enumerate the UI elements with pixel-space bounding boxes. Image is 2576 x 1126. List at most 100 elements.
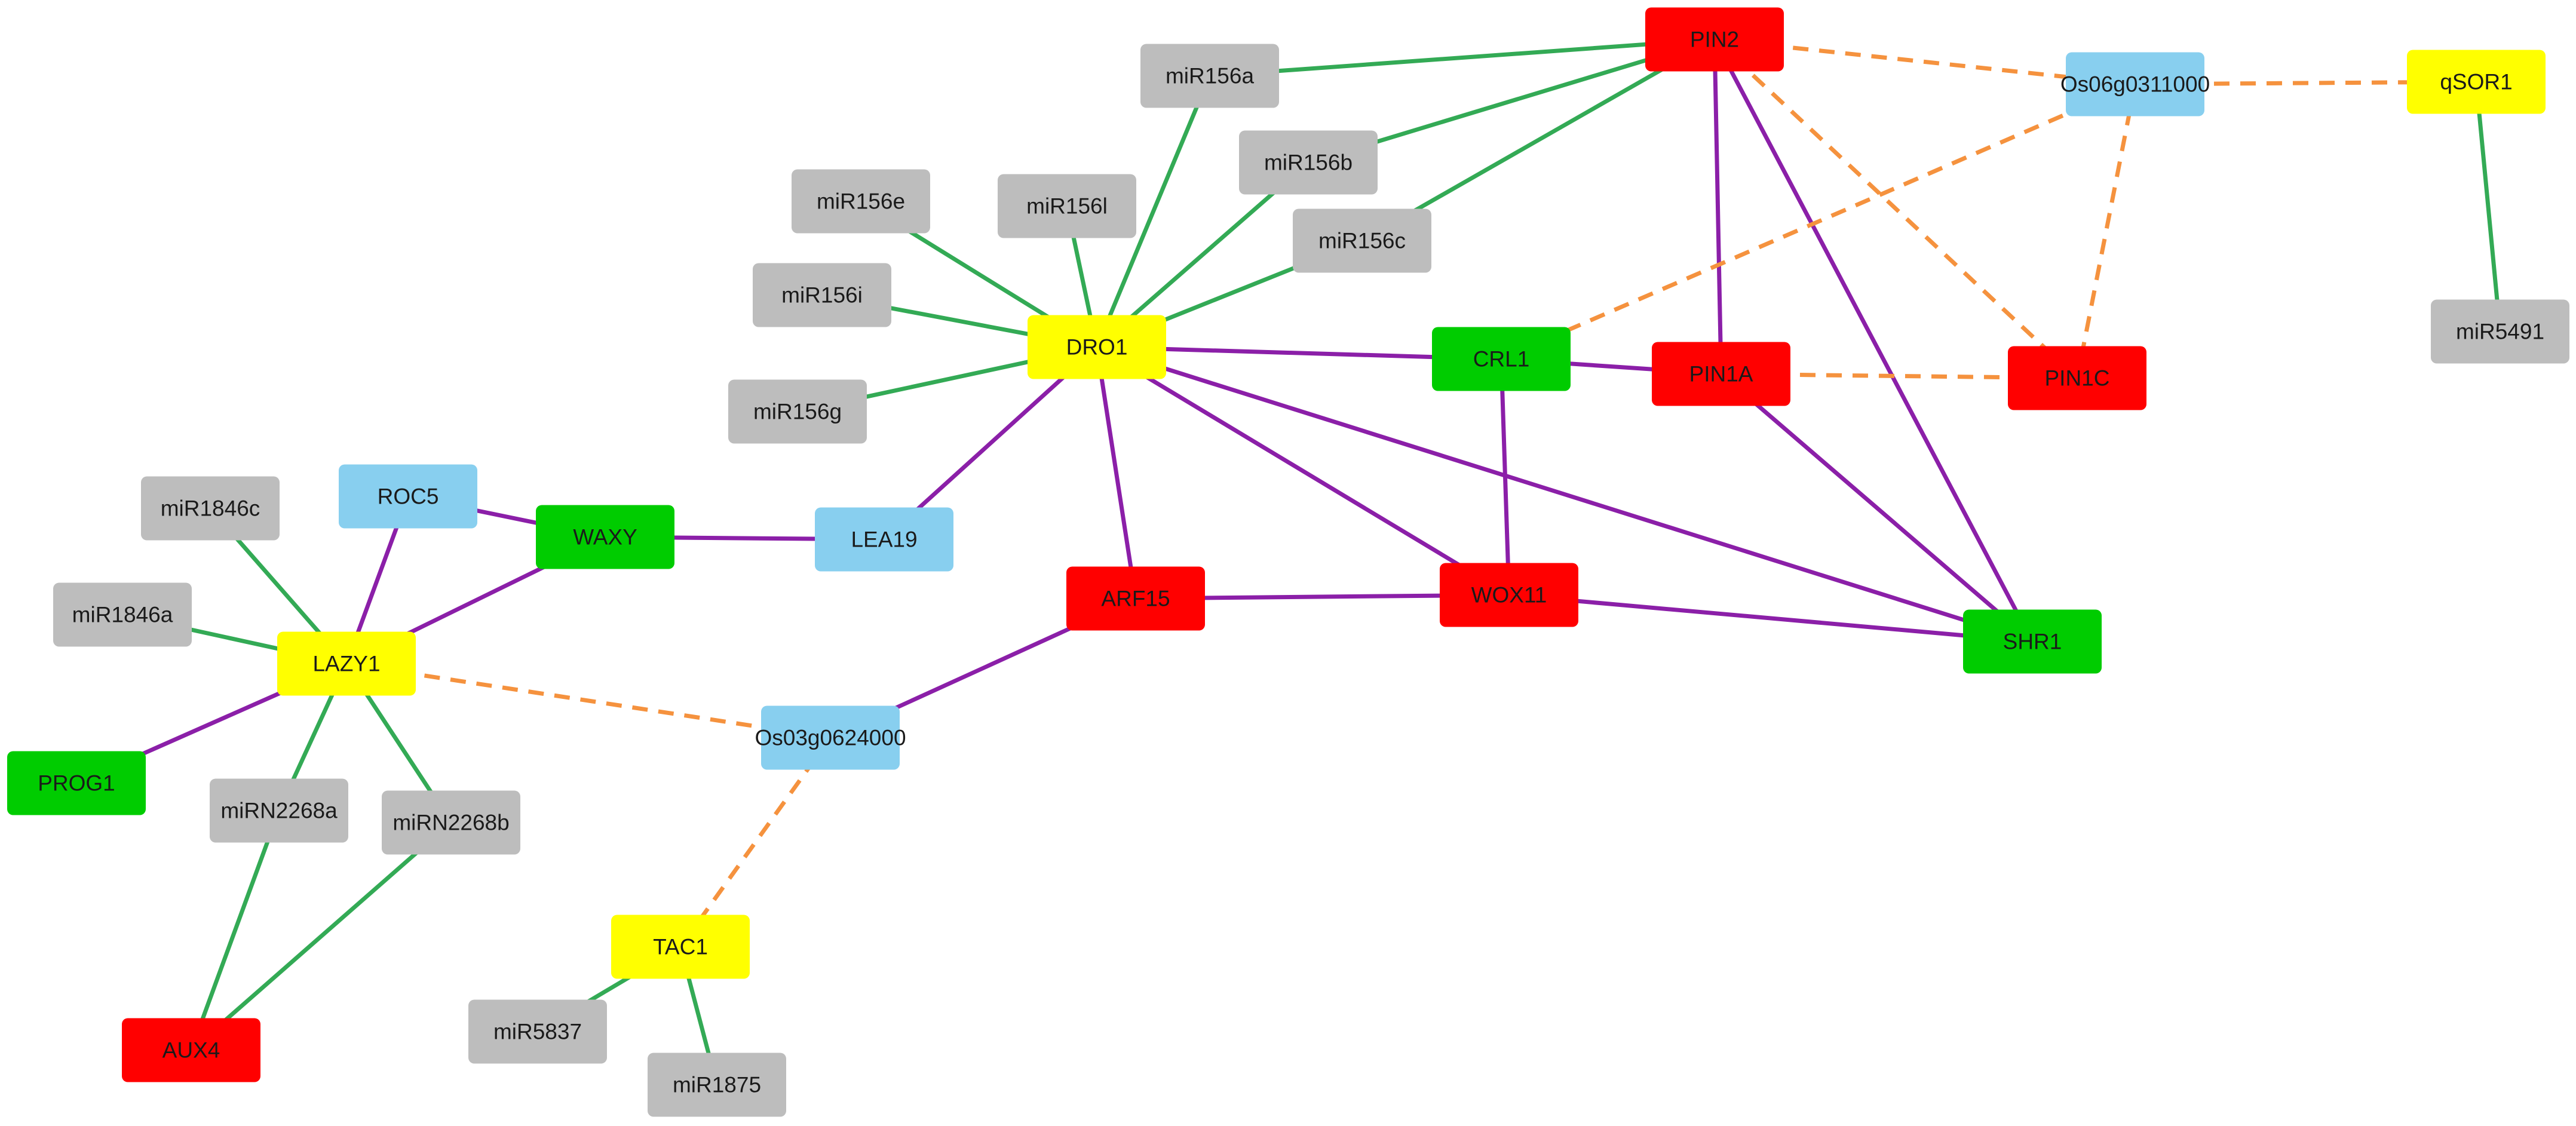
edge-WOX11-SHR1 [1508,593,2033,644]
node-label-miR156g: miR156g [753,400,842,424]
node-box-miR156a [1140,44,1279,108]
edge-LAZY1-Os03g0624000 [346,661,831,740]
node-box-PIN2 [1645,7,1784,72]
node-AUX4: AUX4 [122,1018,260,1082]
edge-miR156a-DRO1 [1094,75,1212,348]
node-label-LAZY1: LAZY1 [312,652,380,676]
node-label-miR5491: miR5491 [2456,320,2544,344]
node-box-miR156l [998,174,1136,238]
node-miR156l: miR156l [998,174,1136,238]
edge-miRN2268a-AUX4 [189,809,281,1051]
node-PIN2: PIN2 [1645,7,1784,72]
node-miR156b: miR156b [1239,130,1378,195]
node-miR156a: miR156a [1140,44,1279,108]
node-box-LEA19 [815,507,953,572]
node-SHR1: SHR1 [1963,609,2102,674]
node-box-miR5491 [2431,299,2569,364]
node-WOX11: WOX11 [1440,563,1578,627]
node-label-AUX4: AUX4 [162,1038,220,1063]
node-PIN1A: PIN1A [1652,342,1790,406]
node-label-LEA19: LEA19 [851,527,917,552]
edge-DRO1-WOX11 [1096,345,1510,597]
node-miRN2268b: miRN2268b [382,790,520,855]
node-label-miRN2268b: miRN2268b [392,811,509,835]
node-miRN2268a: miRN2268a [210,778,348,843]
edge-DRO1-SHR1 [1096,345,2034,644]
edge-Os03g0624000-TAC1 [679,736,832,949]
node-box-miR1846c [141,476,280,541]
edge-Os06g0311000-CRL1 [1500,82,2136,361]
node-box-miR1875 [648,1053,786,1117]
node-box-miR156c [1293,208,1431,273]
node-box-miRN2268a [210,778,348,843]
node-label-WAXY: WAXY [573,525,637,550]
node-Os03g0624000: Os03g0624000 [755,705,906,770]
node-box-PIN1A [1652,342,1790,406]
node-box-miRN2268b [382,790,520,855]
edge-Os06g0311000-PIN1C [2075,84,2138,379]
node-LEA19: LEA19 [815,507,953,572]
node-label-ARF15: ARF15 [1101,587,1170,611]
node-miR156e: miR156e [792,169,930,234]
node-DRO1: DRO1 [1028,315,1166,379]
node-label-WOX11: WOX11 [1471,583,1547,608]
node-box-CRL1 [1432,327,1571,391]
node-ARF15: ARF15 [1066,566,1205,631]
node-miR1875: miR1875 [648,1053,786,1117]
edge-qSOR1-miR5491 [2474,81,2503,332]
edge-miRN2268b-AUX4 [189,821,453,1052]
node-label-SHR1: SHR1 [2003,630,2062,654]
node-CRL1: CRL1 [1432,327,1571,391]
edge-CRL1-WOX11 [1499,358,1511,596]
node-PIN1C: PIN1C [2008,346,2146,410]
node-label-TAC1: TAC1 [653,935,708,959]
node-label-miR156l: miR156l [1026,194,1108,219]
edge-PIN2-SHR1 [1712,38,2035,643]
node-label-miR1846c: miR1846c [161,496,260,521]
node-box-miR5837 [468,999,607,1064]
node-label-ROC5: ROC5 [378,484,439,509]
node-PROG1: PROG1 [7,751,146,815]
node-miR156i: miR156i [753,263,891,327]
node-label-PIN1A: PIN1A [1689,362,1753,386]
node-box-miR1846a [53,582,192,647]
node-miR156g: miR156g [728,379,867,444]
edge-PIN2-Os06g0311000 [1714,37,2136,87]
node-label-miR156i: miR156i [781,283,863,308]
node-box-DRO1 [1028,315,1166,379]
node-ROC5: ROC5 [339,464,477,529]
node-box-ROC5 [339,464,477,529]
node-label-PIN2: PIN2 [1690,27,1739,52]
node-box-Os03g0624000 [761,705,900,770]
node-box-PROG1 [7,751,146,815]
node-box-AUX4 [122,1018,260,1082]
node-miR5837: miR5837 [468,999,607,1064]
node-box-Os06g0311000 [2066,52,2204,116]
node-box-WOX11 [1440,563,1578,627]
node-label-miR156b: miR156b [1264,151,1353,175]
node-miR5491: miR5491 [2431,299,2569,364]
edge-DRO1-LEA19 [882,345,1099,541]
node-label-miRN2268a: miRN2268a [220,799,338,823]
node-box-qSOR1 [2407,50,2546,114]
node-label-PROG1: PROG1 [38,771,115,796]
node-TAC1: TAC1 [611,915,750,979]
node-qSOR1: qSOR1 [2407,50,2546,114]
node-label-PIN1C: PIN1C [2045,366,2110,391]
node-box-miR156i [753,263,891,327]
node-label-qSOR1: qSOR1 [2440,70,2512,94]
node-box-WAXY [536,505,674,569]
node-label-miR156c: miR156c [1318,229,1406,253]
node-box-miR156e [792,169,930,234]
node-label-miR1875: miR1875 [673,1073,761,1097]
node-box-ARF15 [1066,566,1205,631]
edge-miR156c-PIN2 [1361,37,1716,243]
edge-PIN2-PIN1C [1713,38,2079,380]
node-miR1846a: miR1846a [53,582,192,647]
edge-miR156a-PIN2 [1209,37,1715,78]
node-box-PIN1C [2008,346,2146,410]
node-label-DRO1: DRO1 [1066,335,1128,360]
node-label-miR1846a: miR1846a [72,603,173,627]
